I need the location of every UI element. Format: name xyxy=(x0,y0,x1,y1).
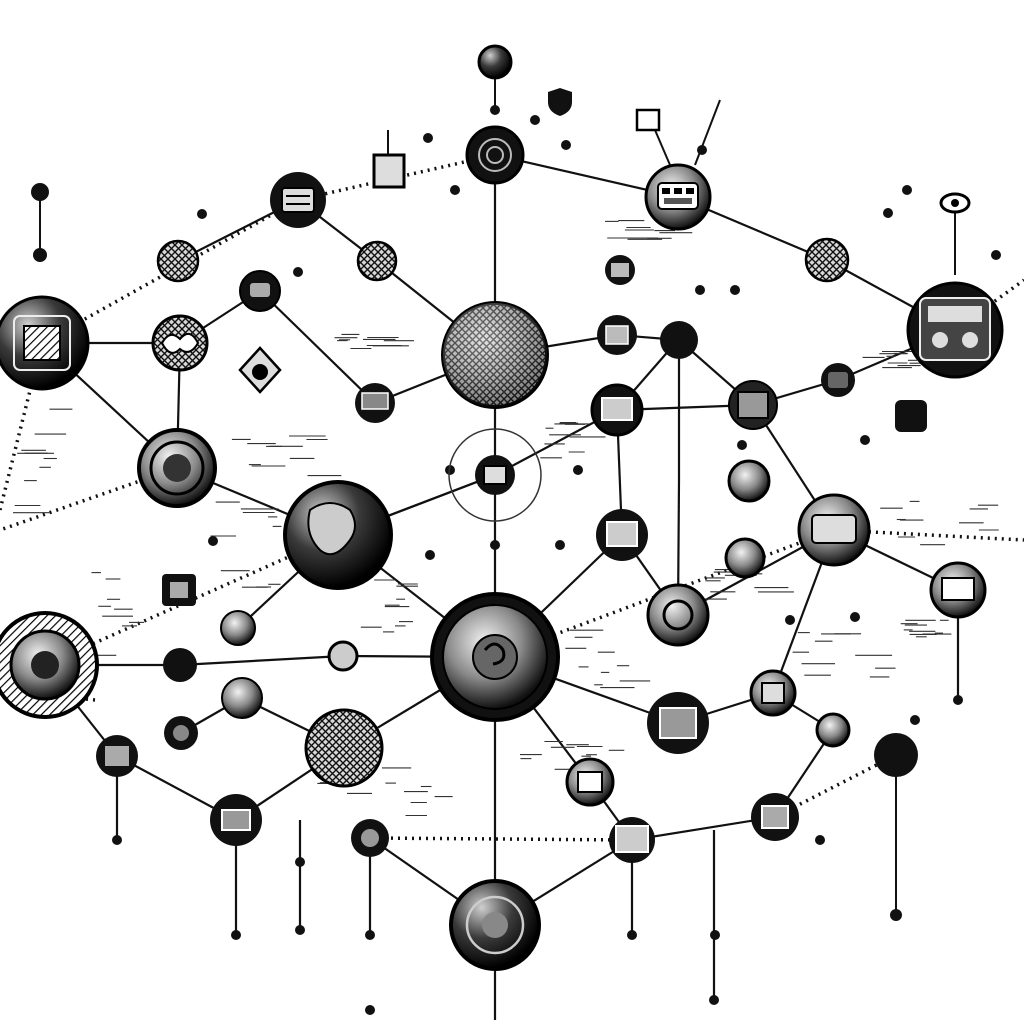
connection-line xyxy=(259,290,376,404)
junction-dot xyxy=(423,133,433,143)
dotted-connection xyxy=(0,342,44,511)
mesh-icon xyxy=(304,708,384,788)
dashboard-icon xyxy=(906,281,1004,379)
junction-dot xyxy=(208,536,218,546)
junction-dot xyxy=(530,115,540,125)
junction-dot xyxy=(295,925,305,935)
emblem-icon xyxy=(238,346,282,394)
disc-icon xyxy=(727,459,771,503)
junction-dot xyxy=(425,550,435,560)
spiral-icon xyxy=(465,125,525,185)
node-ball xyxy=(221,677,263,719)
junction-dot xyxy=(910,715,920,725)
laptop-icon xyxy=(355,383,395,423)
junction-dot xyxy=(293,267,303,277)
node-dark xyxy=(821,363,855,397)
server-icon xyxy=(210,794,262,846)
chip-icon xyxy=(162,574,196,606)
junction-dot xyxy=(561,140,571,150)
junction-dot xyxy=(710,930,720,940)
node-dark xyxy=(660,321,698,359)
gear-icon xyxy=(137,428,217,508)
disc-icon xyxy=(724,537,766,579)
junction-dot xyxy=(450,185,460,195)
junction-dot xyxy=(197,209,207,219)
monitor-icon xyxy=(596,509,648,561)
junction-dot xyxy=(860,435,870,445)
globe-icon xyxy=(441,301,549,409)
junction-dot xyxy=(709,995,719,1005)
cube-icon xyxy=(895,400,927,432)
node-dark xyxy=(164,716,198,750)
chat-icon xyxy=(239,270,281,312)
junction-dot xyxy=(445,465,455,475)
sunburst-icon xyxy=(874,733,918,921)
dotted-connection xyxy=(297,153,496,202)
junction-dot xyxy=(365,1005,375,1015)
dotted-connection xyxy=(494,528,835,659)
pin-icon xyxy=(31,183,49,262)
dial-icon xyxy=(0,611,99,719)
junction-dot xyxy=(695,285,705,295)
junction-dot xyxy=(850,612,860,622)
sunburst-icon xyxy=(449,879,541,971)
annotation-scribbles xyxy=(13,115,1001,1015)
junction-dot xyxy=(902,185,912,195)
junction-dot xyxy=(231,930,241,940)
junction-dot xyxy=(953,695,963,705)
brain-icon xyxy=(151,314,209,372)
eye-icon xyxy=(939,192,971,275)
eye-icon xyxy=(448,428,542,522)
node-ring xyxy=(815,712,851,748)
junction-dot xyxy=(573,465,583,475)
cabinet-icon xyxy=(728,380,778,430)
junction-dot xyxy=(365,930,375,940)
panel-icon xyxy=(929,561,987,619)
node-layer xyxy=(0,44,1004,971)
junction-dot xyxy=(991,250,1001,260)
server-icon xyxy=(270,172,326,228)
junction-dot xyxy=(785,615,795,625)
lock-icon xyxy=(635,108,661,132)
robot-icon xyxy=(647,692,709,754)
connection-line xyxy=(179,654,344,667)
tv-icon xyxy=(751,793,799,841)
monitor-icon xyxy=(590,383,644,437)
junction-dot xyxy=(627,930,637,940)
world-map-icon xyxy=(283,480,393,590)
gauge-icon xyxy=(797,493,871,567)
cog-icon xyxy=(646,583,710,647)
core-icon xyxy=(430,592,560,722)
junction-dot xyxy=(295,857,305,867)
robot-icon xyxy=(749,669,797,717)
virus-icon xyxy=(163,648,197,682)
junction-dot xyxy=(815,835,825,845)
junction-dot xyxy=(490,540,500,550)
pin-icon xyxy=(477,44,513,115)
junction-dot xyxy=(737,440,747,450)
tv-icon xyxy=(609,817,655,863)
junction-dot xyxy=(730,285,740,295)
camera-icon xyxy=(565,757,615,807)
mesh-icon xyxy=(156,239,200,283)
connection-line xyxy=(631,815,776,842)
robot-icon xyxy=(644,99,721,231)
document-icon xyxy=(372,130,406,189)
chip-icon xyxy=(0,295,90,391)
node-ring xyxy=(327,640,359,672)
node-ball xyxy=(220,610,256,646)
shield-icon xyxy=(548,88,572,116)
node-dark xyxy=(351,819,389,857)
monitor-icon xyxy=(605,255,635,285)
junction-dot xyxy=(883,208,893,218)
mesh-icon xyxy=(804,237,850,283)
junction-dot xyxy=(112,835,122,845)
dotted-connection xyxy=(369,836,633,842)
mesh-icon xyxy=(356,240,398,282)
cart-icon xyxy=(96,735,138,777)
junction-dot xyxy=(555,540,565,550)
monitor-icon xyxy=(597,315,637,355)
